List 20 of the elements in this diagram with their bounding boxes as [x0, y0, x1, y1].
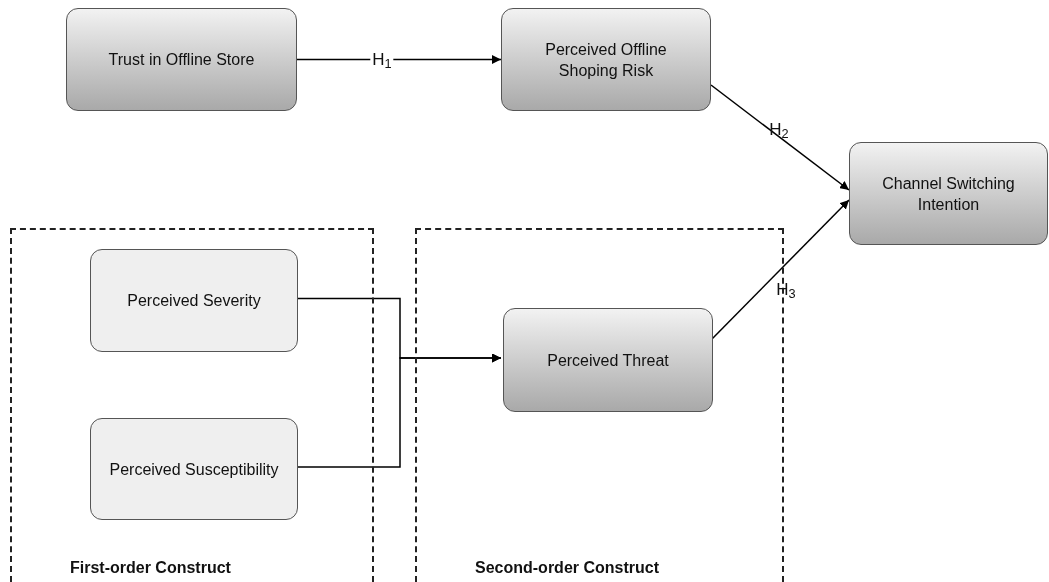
- construct-label: Perceived Susceptibility: [109, 459, 279, 480]
- construct-box: [503, 308, 713, 412]
- edge-label: H$_{1}$: [370, 50, 394, 70]
- edge-label: H$_{2}$: [768, 120, 790, 140]
- arrow: [296, 55, 502, 64]
- group-title: First-order Construct: [70, 558, 231, 578]
- group-title: Second-order Construct: [475, 558, 659, 578]
- construct-label: Perceived Threat: [547, 350, 669, 371]
- edge-label: H$_{3}$: [775, 280, 797, 300]
- arrow: [710, 84, 850, 191]
- dashed-group-frame: [10, 228, 374, 582]
- construct-label: Trust in Offline Store: [108, 50, 255, 70]
- construct-box: [90, 418, 298, 520]
- construct-box: [849, 142, 1048, 245]
- construct-box: [501, 8, 711, 111]
- construct-box: [66, 8, 297, 111]
- construct-label: Perceived Offline Shoping Risk: [544, 39, 668, 81]
- construct-box: [90, 249, 298, 352]
- construct-label: Perceived Severity: [127, 291, 261, 311]
- construct-label: Channel Switching Intention: [881, 173, 1016, 215]
